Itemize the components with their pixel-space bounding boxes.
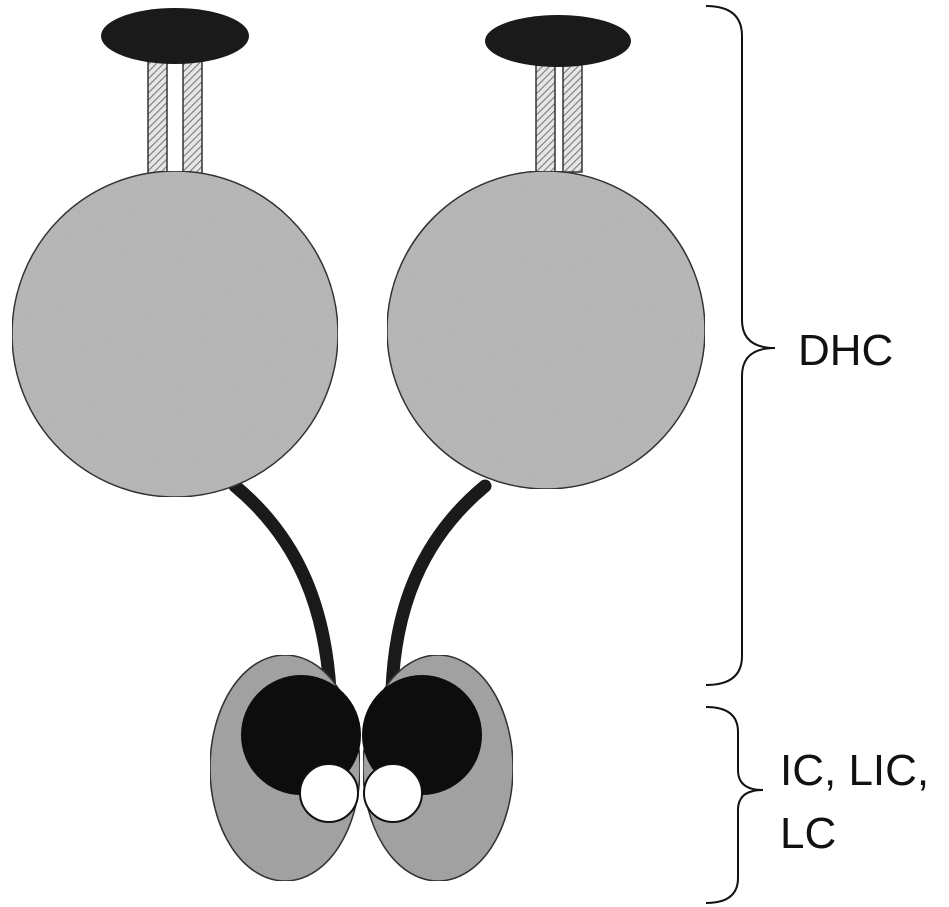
stalk-left bbox=[101, 8, 249, 176]
stalk-right-tip bbox=[485, 15, 631, 67]
label-light-chains-line2: LC bbox=[780, 809, 836, 858]
stalk-left-strand-a bbox=[148, 58, 167, 176]
label-light-chains-line1: IC, LIC, bbox=[780, 746, 929, 795]
heavy-chain-right bbox=[387, 15, 705, 690]
bracket-heavy-chains bbox=[706, 6, 775, 685]
stalk-right bbox=[485, 15, 631, 172]
heavy-chain-left bbox=[12, 8, 338, 690]
base-small-right bbox=[364, 764, 422, 822]
stalk-left-strand-b bbox=[183, 58, 202, 176]
label-heavy-chains: DHC bbox=[798, 326, 893, 375]
base-small-left bbox=[300, 764, 358, 822]
base-complex bbox=[210, 655, 513, 881]
motor-head-left bbox=[12, 171, 338, 497]
bracket-light-chains bbox=[706, 707, 763, 903]
stalk-left-tip bbox=[101, 8, 249, 64]
stalk-right-strand-b bbox=[563, 50, 582, 172]
motor-head-right bbox=[387, 171, 705, 489]
stalk-right-strand-a bbox=[536, 50, 555, 172]
